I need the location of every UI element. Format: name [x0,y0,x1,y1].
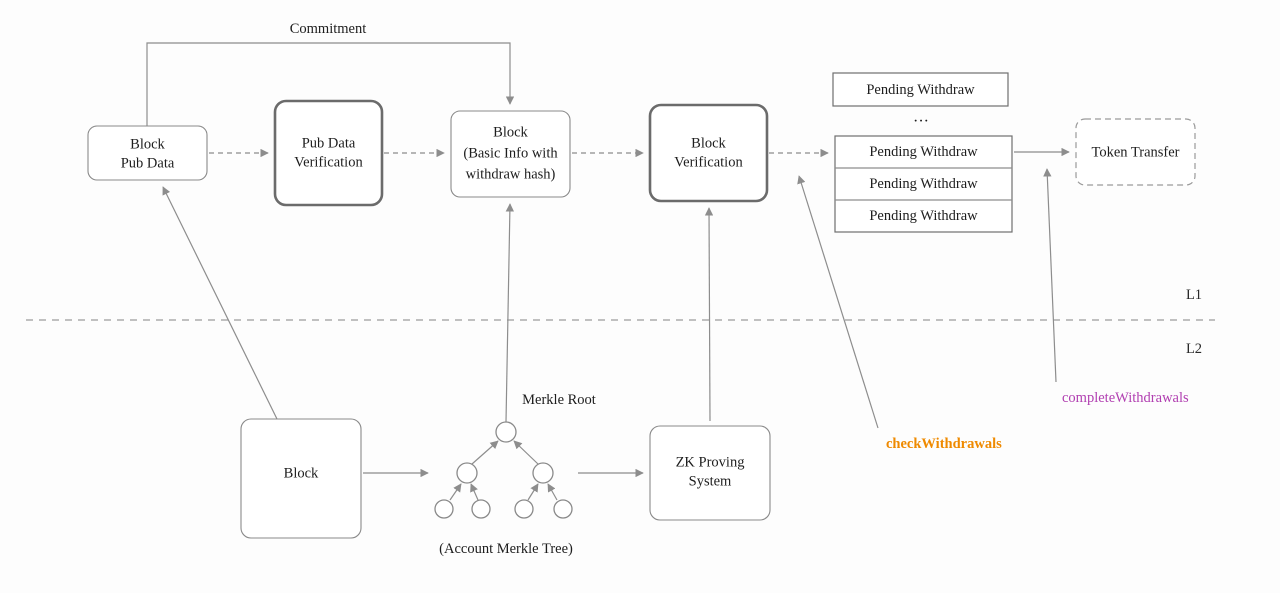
pending-withdraw-top-item-label: Pending Withdraw [866,82,975,98]
node-pub-data-verification[interactable] [273,99,384,207]
node-token-transfer-label: Token Transfer [1092,144,1180,160]
edge-zk-to-block-verification [704,207,714,422]
node-block-pub-data-line2: Pub Data [121,155,175,171]
node-block-verification[interactable] [648,103,769,203]
merkle-edge-leaf3-midright [527,483,539,501]
pending-withdraw-ellipsis: ··· [913,113,929,130]
node-token-transfer[interactable] [1075,118,1196,186]
merkle-node-leaf-2 [471,499,491,519]
merkle-node-mid-left [456,462,478,484]
check-withdrawals-label: checkWithdrawals [886,436,1002,452]
node-zk-proving-system-line1: ZK Proving [676,454,745,470]
edge-block-to-pubdata [162,186,278,420]
pending-withdraw-stack-item-2: Pending Withdraw [869,176,978,192]
node-block-basic-info-line3: withdraw hash) [466,166,556,182]
node-block-basic-info-line1: Block [493,124,528,140]
commitment-label: Commitment [290,21,367,37]
merkle-node-leaf-3 [514,499,534,519]
complete-withdrawals-label: completeWithdrawals [1062,390,1189,406]
node-zk-proving-system[interactable] [649,425,771,521]
node-block-verification-line2: Verification [674,154,743,170]
node-pub-data-verification-line1: Pub Data [302,135,356,151]
layer-label-l2: L2 [1186,341,1202,357]
merkle-edge-midleft-root [471,440,499,465]
pending-withdraw-top-item[interactable] [832,72,1009,107]
merkle-root-label: Merkle Root [522,392,596,408]
merkle-edge-leaf4-midright [547,483,558,501]
edge-merkle-root-to-block [505,203,515,423]
node-block-bottom-label: Block [284,465,319,481]
edge-commitment [146,42,515,126]
edge-check-withdrawals [797,175,879,429]
node-block-basic-info[interactable] [450,110,571,198]
node-block-basic-info-line2: (Basic Info with [463,145,558,161]
merkle-node-leaf-1 [434,499,454,519]
merkle-tree [434,421,573,519]
merkle-node-leaf-4 [553,499,573,519]
node-pub-data-verification-line2: Verification [294,154,363,170]
pending-withdraw-stack[interactable] [834,135,1013,233]
merkle-node-root [495,421,517,443]
node-block-bottom[interactable] [240,418,362,539]
merkle-edge-midright-root [513,440,539,465]
account-merkle-tree-label: (Account Merkle Tree) [439,541,573,557]
merkle-node-mid-right [532,462,554,484]
pending-withdraw-stack-item-3: Pending Withdraw [869,208,978,224]
node-block-pub-data-line1: Block [130,136,165,152]
node-block-pub-data[interactable] [87,125,208,181]
edge-complete-withdrawals [1043,168,1057,383]
merkle-edge-leaf1-midleft [449,483,462,501]
node-zk-proving-system-line2: System [689,473,732,489]
merkle-edge-leaf2-midleft [470,483,479,501]
layer-label-l1: L1 [1186,287,1202,303]
node-block-verification-line1: Block [691,135,726,151]
pending-withdraw-stack-item-1: Pending Withdraw [869,144,978,160]
